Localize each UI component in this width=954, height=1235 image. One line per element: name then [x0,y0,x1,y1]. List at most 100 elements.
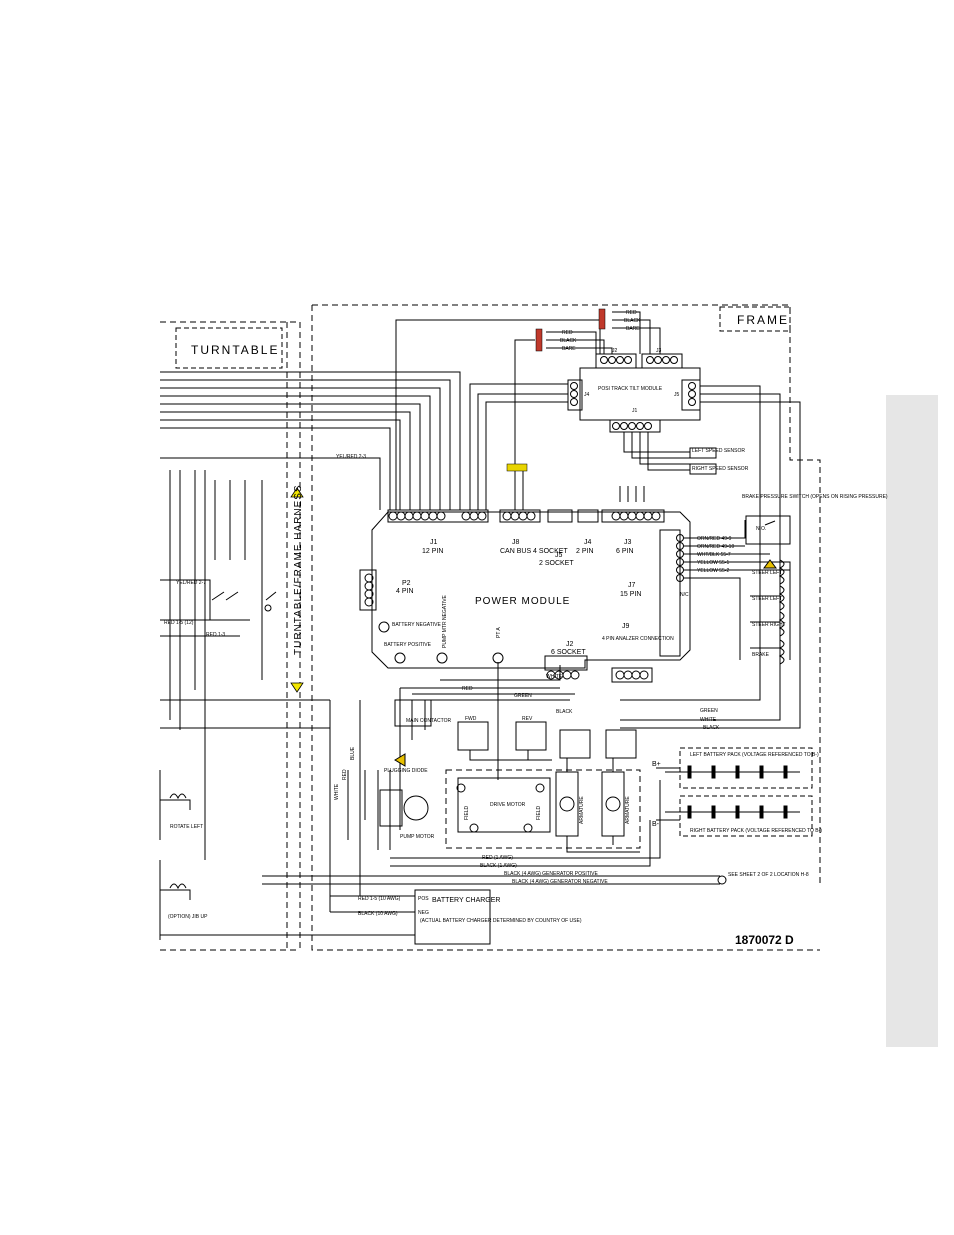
posi-track-title: POSI TRACK TILT MODULE [598,386,663,392]
wire-black-1awg-label: BLACK (1 AWG) [480,863,517,869]
coil-brake: BRAKE [752,652,770,658]
posi-j4-label: J4 [584,392,590,398]
brake-pressure-label: BRAKE PRESSURE SWITCH (OPENS ON RISING P… [742,494,888,500]
drawing-number: 1870072 D [735,933,794,947]
wire-red-10awg-label: RED 1-5 (10 AWG) [358,896,401,902]
frame-label-box [719,306,791,332]
posi-j1-label: J1 [632,408,638,414]
j8-pins [502,511,536,521]
battery-charger-note: (ACTUAL BATTERY CHARGER DETERMINED BY CO… [420,918,582,924]
posi-j2-label: J2 [612,348,618,354]
wire-nc-label: N/C [680,592,689,598]
battery-charger [414,889,491,945]
battery-negative-terminal [378,621,390,633]
j7-desc: 15 PIN [620,591,641,598]
coil-steer-left-1: STEER LEFT [752,570,782,576]
red-connectors [506,308,606,472]
turntable-label: TURNTABLE [191,343,279,357]
wire-wht-blk-label: WHT/BLK 55-7 [697,552,731,558]
j2-pins [546,670,580,680]
wire-black-label-2: BLACK [560,338,577,344]
coils [750,559,785,665]
j4-label: J4 [584,539,592,546]
frame-region-border [311,304,821,951]
armature-label-1: ARMATURE [579,796,585,824]
right-pack-label: RIGHT BATTERY PACK (VOLTAGE REFERENCED T… [690,828,822,834]
j9-label: J9 [622,623,630,630]
wire-gen-neg-label: BLACK (4 AWG) GENERATOR NEGATIVE [512,879,608,885]
drive-motor-region [445,769,641,849]
j3-pins [611,511,661,521]
field-label-2: FIELD [536,805,542,820]
left-speed-sensor-label: LEFT SPEED SENSOR [692,448,745,454]
charger-neg-label: NEG [418,910,429,916]
wire-white-label-2: WHITE [546,674,563,680]
wire-green-label: GREEN [700,708,718,714]
p2-pins [364,573,374,607]
armature-label-2: ARMATURE [625,796,631,824]
charger-pos-label: POS [418,896,429,902]
fwd-label: FWD [465,716,477,722]
wire-red-vlabel: RED [342,769,348,780]
right-speed-sensor-label: RIGHT SPEED SENSOR [692,466,749,472]
rev-label: REV [522,716,533,722]
brake-pressure-switch [745,515,791,545]
wire-bare-label-2: BARE [562,346,576,352]
left-pack-label: LEFT BATTERY PACK (VOLTAGE REFERENCED TO… [690,752,819,758]
j1-desc: 12 PIN [422,548,443,555]
wire-blue-vlabel: BLUE [350,746,356,760]
frame-label: FRAME [737,313,789,327]
j5-label: J5 [555,552,563,559]
posi-j5-label: J5 [674,392,680,398]
wire-black-label-3: BLACK [703,725,720,731]
pump-negative-label: PUMP MTR NEGATIVE [442,594,448,648]
battery-cells [687,765,788,819]
drive-motor [457,777,551,833]
power-module-title: POWER MODULE [475,596,570,607]
rotate-left-label: ROTATE LEFT [170,824,203,830]
field-label-1: FIELD [464,805,470,820]
j5-desc: 2 SOCKET [539,560,574,567]
wire-yel-red-label: YEL/RED 2-3 [336,454,366,460]
j9-pins [615,670,649,680]
wire-yellow-1-label: YELLOW 55-1 [697,560,729,566]
j4-desc: 2 PIN [576,548,594,555]
wire-green-label-2: GREEN [514,693,532,699]
left-speed-sensor [689,447,717,459]
j3-label: J3 [624,539,632,546]
j8-desc: CAN BUS 4 SOCKET [500,548,568,555]
plugging-diode-label: PLUGGING DIODE [384,768,428,774]
j1-pins [388,511,487,521]
main-contactor [394,699,432,727]
wire-yel-red-b-label: YEL/RED 2-7 [176,580,206,586]
p2-desc: 4 PIN [396,588,414,595]
brake-contact-label: N.O. [756,526,766,532]
wire-orn-red-label: ORN/RED 49-9 [697,536,732,542]
j7-label: J7 [628,582,636,589]
right-speed-sensor [689,463,717,475]
j2-label: J2 [566,641,574,648]
j8-label: J8 [512,539,520,546]
wire-red-label-2: RED [562,330,573,336]
pump-negative-terminal [436,652,448,664]
wire-red-label: RED [626,310,637,316]
j1-label: J1 [430,539,438,546]
pt-a-label: PT A [496,627,502,638]
battery-positive-terminal [394,652,406,664]
wire-bare-label: BARE [626,326,640,332]
j3-desc: 6 PIN [616,548,634,555]
option-jib-label: (OPTION) JIB UP [168,914,208,920]
pt-a-terminal [492,652,504,664]
wire-red-13-label: RED 1-3 [206,632,225,638]
coil-steer-left-2: STEER LEFT [752,596,782,602]
rev-contactor [515,721,547,751]
battery-negative-label: BATTERY NEGATIVE [392,622,441,628]
wire-black-label-4: BLACK [556,709,573,715]
main-contactor-label: MAIN CONTACTOR [406,718,451,724]
wire-white-label: WHITE [700,717,717,723]
fwd-contactor [457,721,489,751]
harness-arrows [290,487,304,693]
wire-yellow-2-label: YELLOW 55-2 [697,568,729,574]
posi-track-pins [570,356,696,430]
